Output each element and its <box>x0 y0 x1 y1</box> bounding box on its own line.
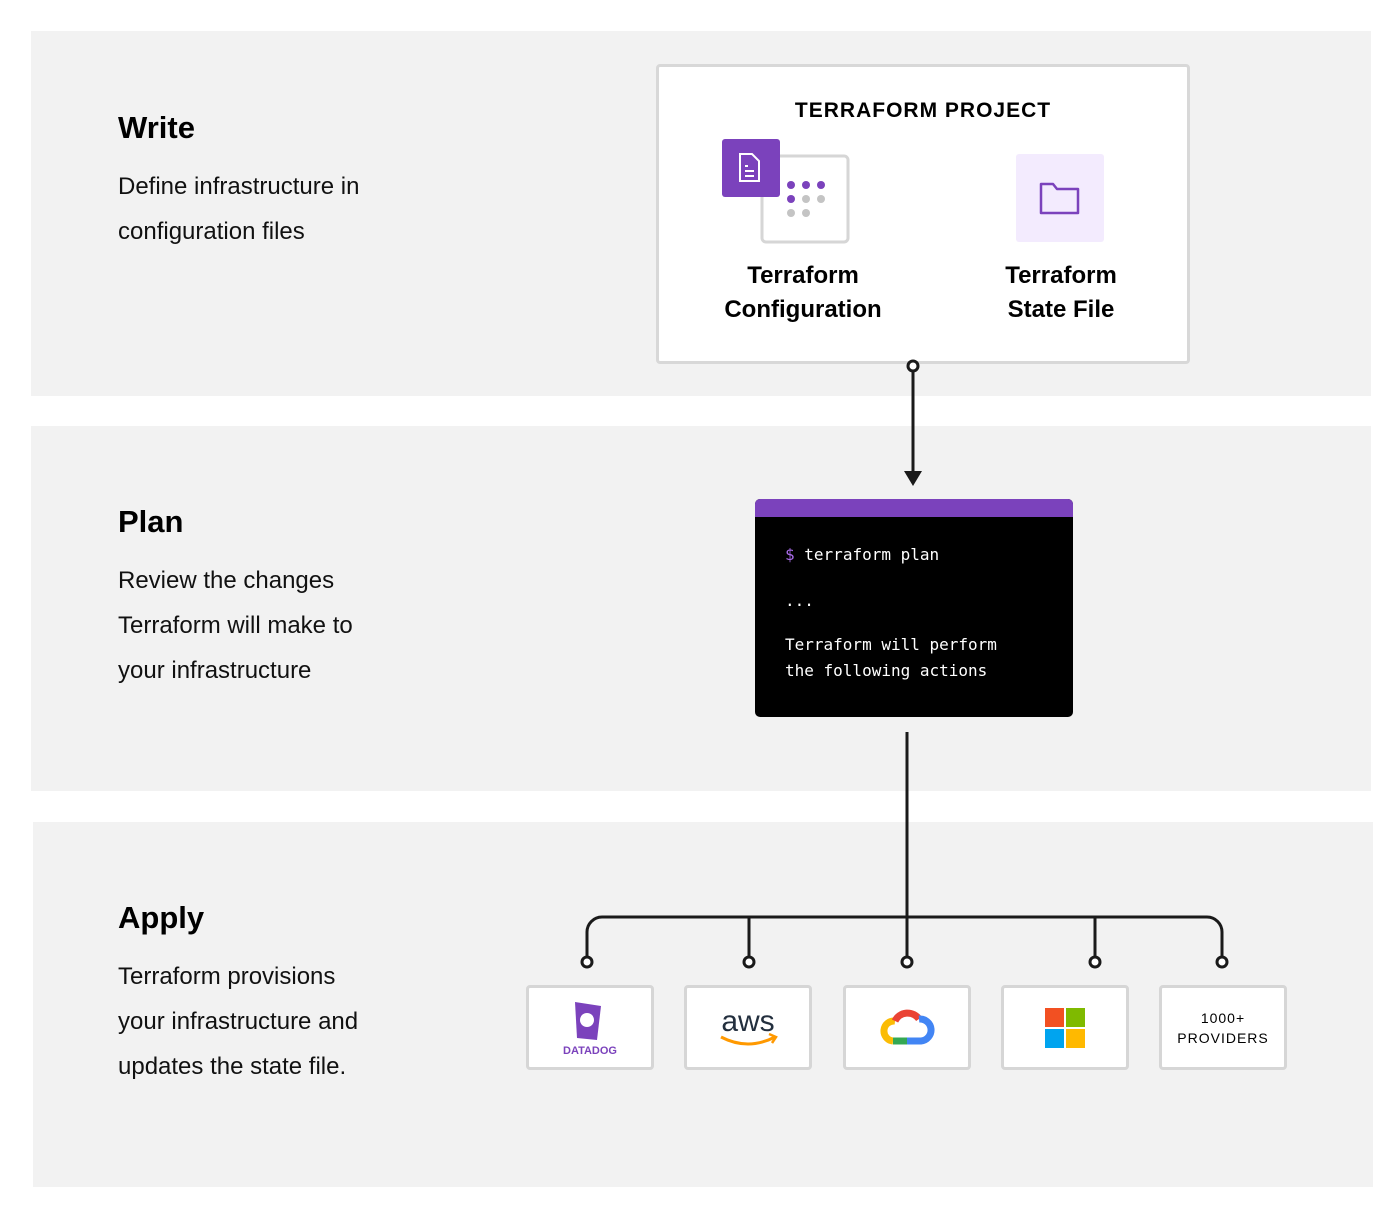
datadog-logo-icon: DATADOG <box>563 1001 617 1057</box>
plan-section <box>31 426 1371 791</box>
project-title: TERRAFORM PROJECT <box>794 99 1052 122</box>
provider-google-cloud <box>843 985 971 1070</box>
folder-icon <box>1016 154 1104 242</box>
provider-microsoft <box>1001 985 1129 1070</box>
svg-text:DATADOG: DATADOG <box>563 1045 617 1057</box>
provider-aws: aws <box>684 985 812 1070</box>
provider-more: 1000+PROVIDERS <box>1159 985 1287 1070</box>
arrow-down-icon <box>904 471 922 486</box>
apply-title: Apply <box>118 900 205 935</box>
provider-datadog: DATADOG <box>526 985 654 1070</box>
aws-logo-icon: aws <box>720 1005 778 1045</box>
microsoft-logo-icon <box>1045 1007 1085 1048</box>
terminal-command: terraform plan <box>804 545 940 564</box>
configuration-icon <box>722 139 850 244</box>
svg-text:aws: aws <box>721 1005 774 1038</box>
plan-title: Plan <box>118 504 184 539</box>
terminal-window: $ terraform plan ... Terraform will perf… <box>755 499 1073 717</box>
google-cloud-logo-icon <box>880 1009 935 1044</box>
write-title: Write <box>118 110 195 145</box>
document-icon <box>739 153 760 182</box>
